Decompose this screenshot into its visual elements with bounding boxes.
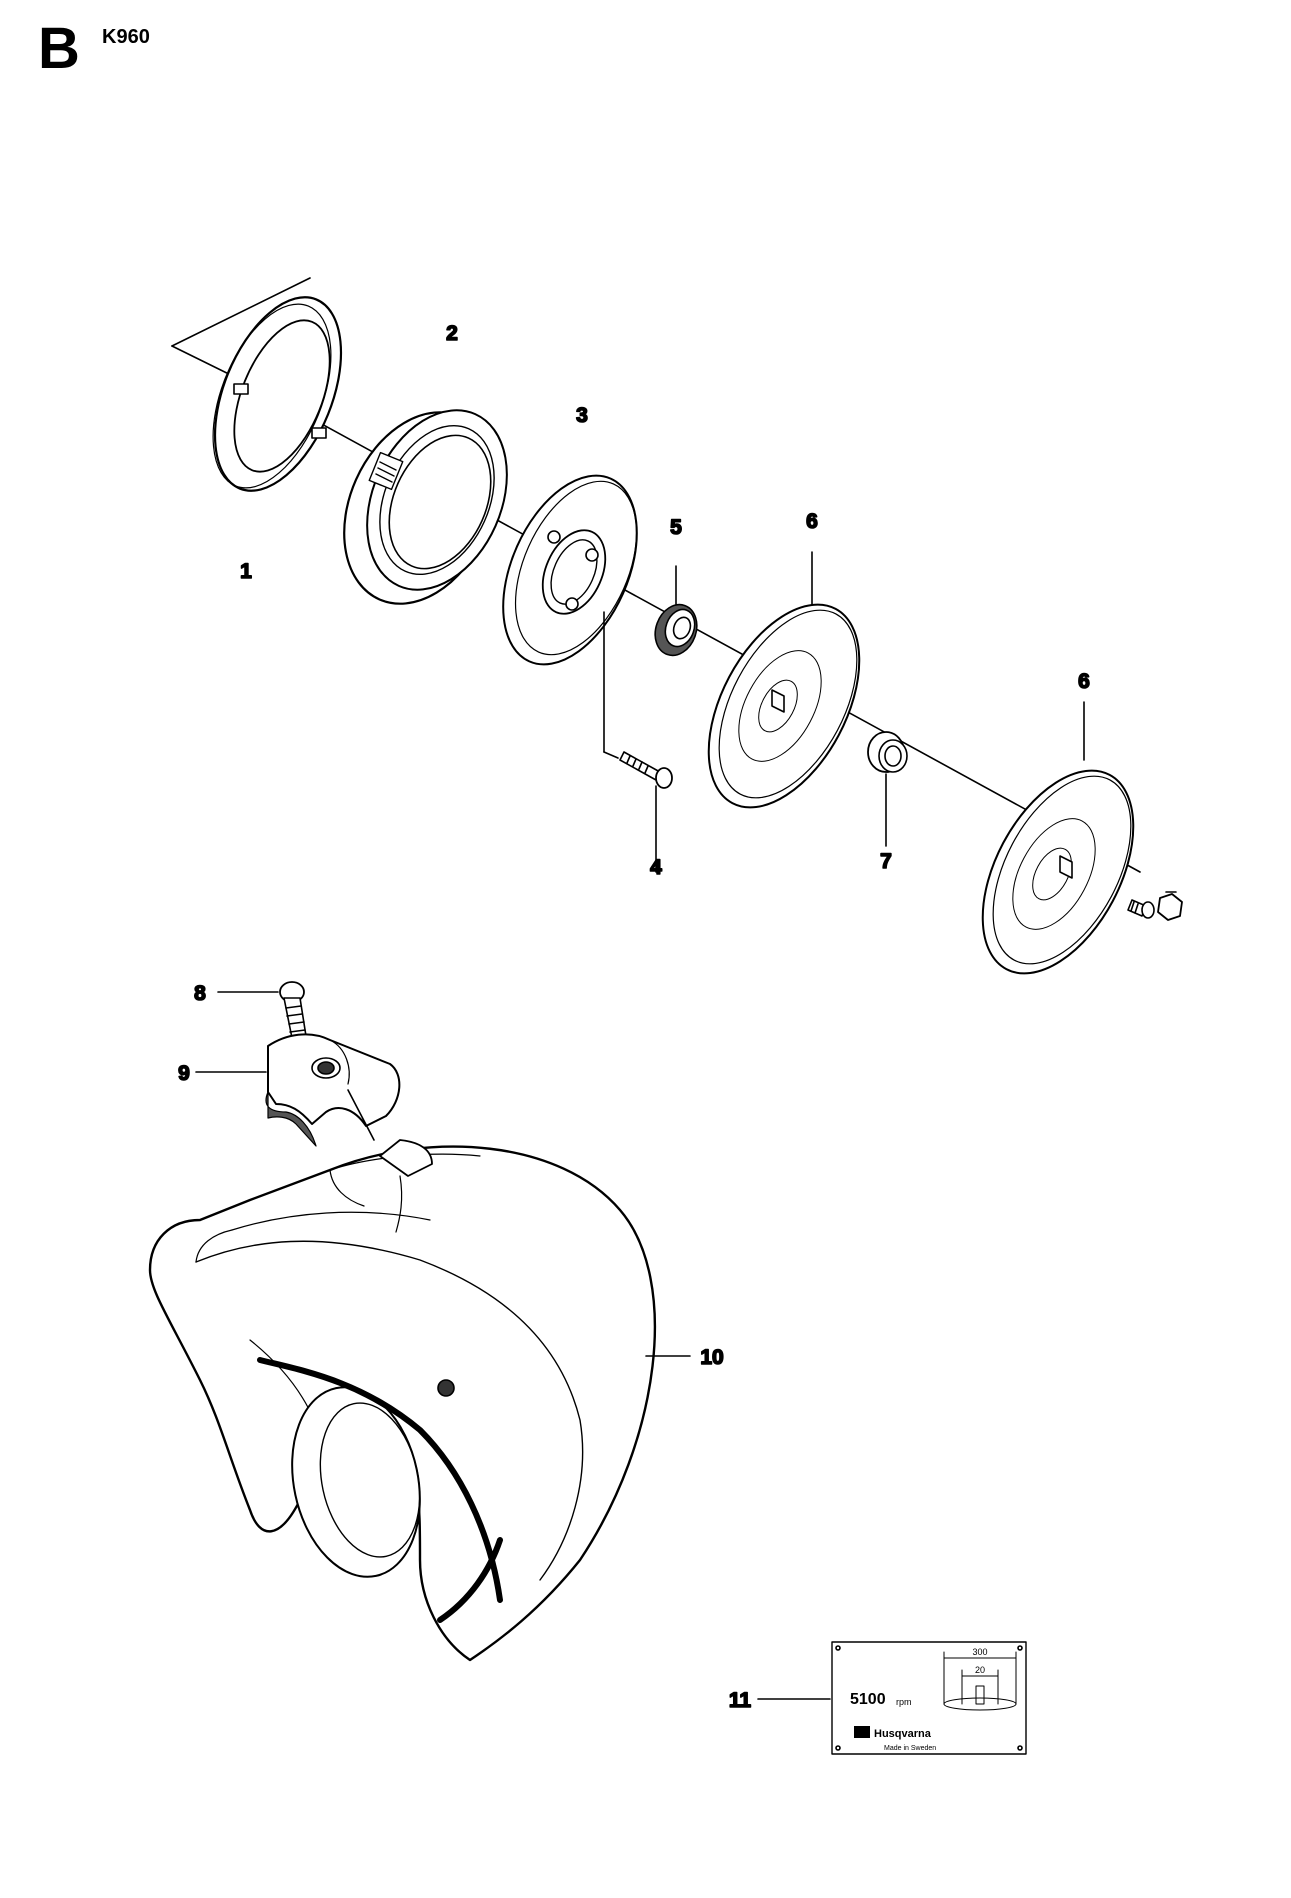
part-8-clamp-screw (217, 981, 307, 1039)
decal-speed-value: 5100 (850, 1691, 886, 1708)
part-2-sleeve (343, 409, 508, 605)
callout-10: 10 (700, 1346, 723, 1369)
callout-6-upper: 6 (806, 510, 818, 533)
decal-outer-dimension: 300 (972, 1647, 987, 1657)
part-5-bushing (654, 565, 698, 657)
callout-7: 7 (880, 850, 892, 873)
decal-speed-unit: rpm (896, 1697, 912, 1707)
callout-11: 11 (729, 1689, 752, 1712)
part-3-flange-washer (502, 474, 638, 759)
part-10-blade-guard (148, 1139, 691, 1662)
callout-1: 1 (240, 560, 252, 583)
part-6-blade-flange-upper (707, 551, 861, 809)
part-4-screw (619, 751, 673, 873)
callout-8: 8 (194, 982, 206, 1005)
callout-4: 4 (650, 856, 662, 879)
callout-9: 9 (178, 1062, 190, 1085)
part-7-spacer (867, 731, 908, 847)
blade-bolt (1127, 891, 1183, 921)
callout-2: 2 (446, 322, 458, 345)
callout-3: 3 (576, 404, 588, 427)
decal-brand: Husqvarna (874, 1728, 932, 1740)
part-9-clamp-bracket (195, 1033, 401, 1147)
callout-6-lower: 6 (1078, 670, 1090, 693)
part-6-blade-flange-lower (981, 701, 1135, 975)
decal-inner-dimension: 20 (975, 1665, 985, 1675)
decal-made-in: Made in Sweden (884, 1745, 936, 1752)
section-letter: B (38, 16, 80, 81)
callout-5: 5 (670, 516, 682, 539)
part-11-decal (757, 1641, 1027, 1755)
part-1-retaining-ring (212, 296, 343, 492)
model-number: K960 (102, 26, 150, 48)
